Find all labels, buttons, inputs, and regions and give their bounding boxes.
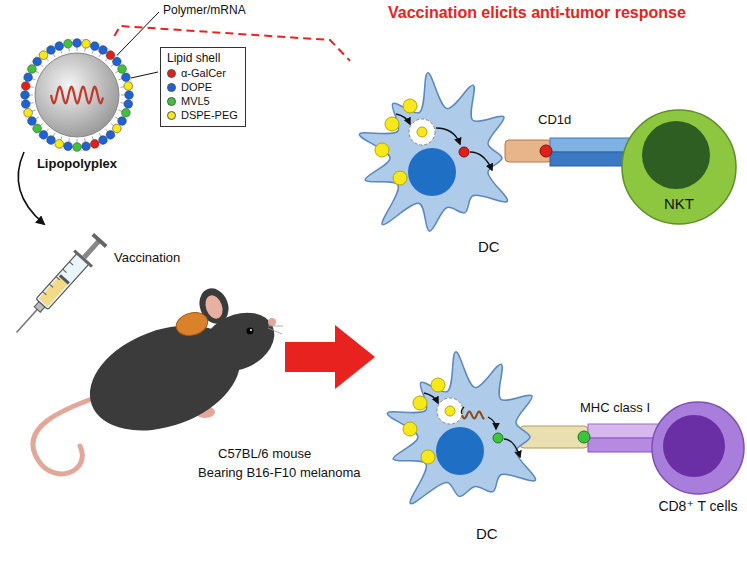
legend-text: DOPE [181,80,212,94]
legend-row: MVL5 [167,94,238,108]
mouse-label: C57BL/6 mouse [218,446,311,461]
legend-swatch [167,97,176,106]
dendritic-cell: DC [350,30,535,285]
figure-title: Vaccination elicits anti-tumor response [388,4,686,22]
legend-heading: Lipid shell [167,51,238,65]
mouse-label: Bearing B16-F10 melanoma [198,465,361,480]
dendritic-cell-drawing [368,325,573,557]
legend-box: Lipid shellα-GalCerDOPEMVL5DSPE-PEG [160,47,246,127]
t-cell-drawing [650,400,746,496]
cd8-t-cell: CD8⁺ T cells [650,400,746,514]
legend-swatch [167,83,176,92]
node-label: Lipopolyplex [37,156,117,171]
node-label: CD8⁺ T cells [658,498,737,514]
mhc-receptor [520,424,662,452]
process-arrow [285,325,375,389]
syringe [8,231,110,341]
node-label: DC [476,525,498,542]
mouse [33,284,284,474]
legend-text: α-GalCer [181,66,226,80]
node-label: DC [478,238,500,255]
legend-text: MVL5 [181,94,210,108]
cd1d-receptor [505,138,632,166]
legend-row: DSPE-PEG [167,108,238,122]
molecule-label: CD1d [538,112,571,127]
leader-line [131,72,158,78]
callout-label: Polymer/mRNA [163,3,246,17]
lipopolyplex-particle: Lipopolyplex [15,36,139,171]
lipopolyplex-drawing [15,36,139,154]
dendritic-cell-drawing [350,30,535,285]
dendritic-cell: DC [368,325,573,557]
legend-text: DSPE-PEG [181,108,238,122]
legend-swatch [167,69,176,78]
legend-row: DOPE [167,80,238,94]
legend-row: α-GalCer [167,66,238,80]
node-label: NKT [620,195,738,212]
step-label: Vaccination [114,250,180,265]
nkt-cell: NKT [620,108,738,226]
molecule-label: MHC class I [580,400,650,415]
legend-swatch [167,111,176,120]
